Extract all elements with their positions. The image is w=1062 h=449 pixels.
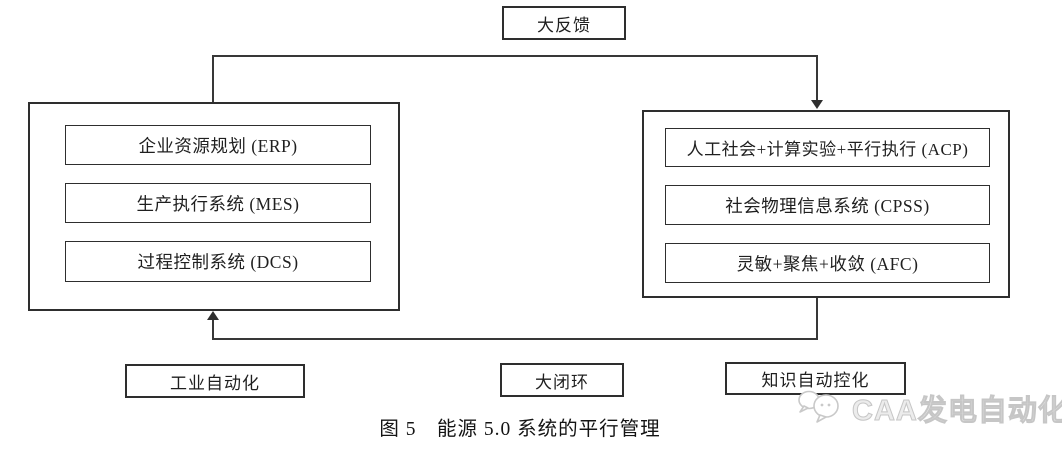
big-closed-loop-label: 大闭环 — [535, 372, 589, 392]
big-feedback-box: 大反馈 — [502, 6, 626, 40]
acp-box: 人工社会+计算实验+平行执行 (ACP) — [665, 128, 990, 167]
dcs-label: 过程控制系统 (DCS) — [137, 252, 299, 272]
arrow-up-icon — [207, 311, 219, 320]
connector-top-horizontal — [212, 55, 818, 57]
connector-top-right-vertical — [816, 55, 818, 102]
erp-box: 企业资源规划 (ERP) — [65, 125, 371, 165]
dcs-box: 过程控制系统 (DCS) — [65, 241, 371, 282]
figure-caption: 图 5 能源 5.0 系统的平行管理 — [379, 419, 661, 440]
erp-label: 企业资源规划 (ERP) — [138, 135, 298, 156]
right-group-box: 人工社会+计算实验+平行执行 (ACP) 社会物理信息系统 (CPSS) 灵敏+… — [642, 110, 1010, 298]
afc-box: 灵敏+聚焦+收敛 (AFC) — [665, 243, 990, 283]
big-feedback-label: 大反馈 — [537, 15, 591, 35]
industrial-automation-box: 工业自动化 — [125, 364, 305, 398]
industrial-automation-label: 工业自动化 — [170, 373, 260, 393]
knowledge-automation-label: 知识自动控化 — [761, 371, 870, 390]
cpss-label: 社会物理信息系统 (CPSS) — [725, 195, 930, 216]
knowledge-automation-box: 知识自动控化 — [725, 362, 906, 395]
connector-bottom-left-vertical — [212, 319, 214, 340]
acp-label: 人工社会+计算实验+平行执行 (ACP) — [686, 140, 969, 159]
mes-box: 生产执行系统 (MES) — [65, 183, 371, 223]
connector-bottom-horizontal — [212, 338, 818, 340]
arrow-down-icon — [811, 100, 823, 109]
connector-bottom-right-vertical — [816, 298, 818, 340]
cpss-box: 社会物理信息系统 (CPSS) — [665, 185, 990, 225]
big-closed-loop-box: 大闭环 — [500, 363, 624, 397]
afc-label: 灵敏+聚焦+收敛 (AFC) — [736, 253, 919, 274]
connector-top-left-vertical — [212, 55, 214, 103]
left-group-box: 企业资源规划 (ERP) 生产执行系统 (MES) 过程控制系统 (DCS) — [28, 102, 400, 311]
mes-label: 生产执行系统 (MES) — [136, 193, 300, 214]
